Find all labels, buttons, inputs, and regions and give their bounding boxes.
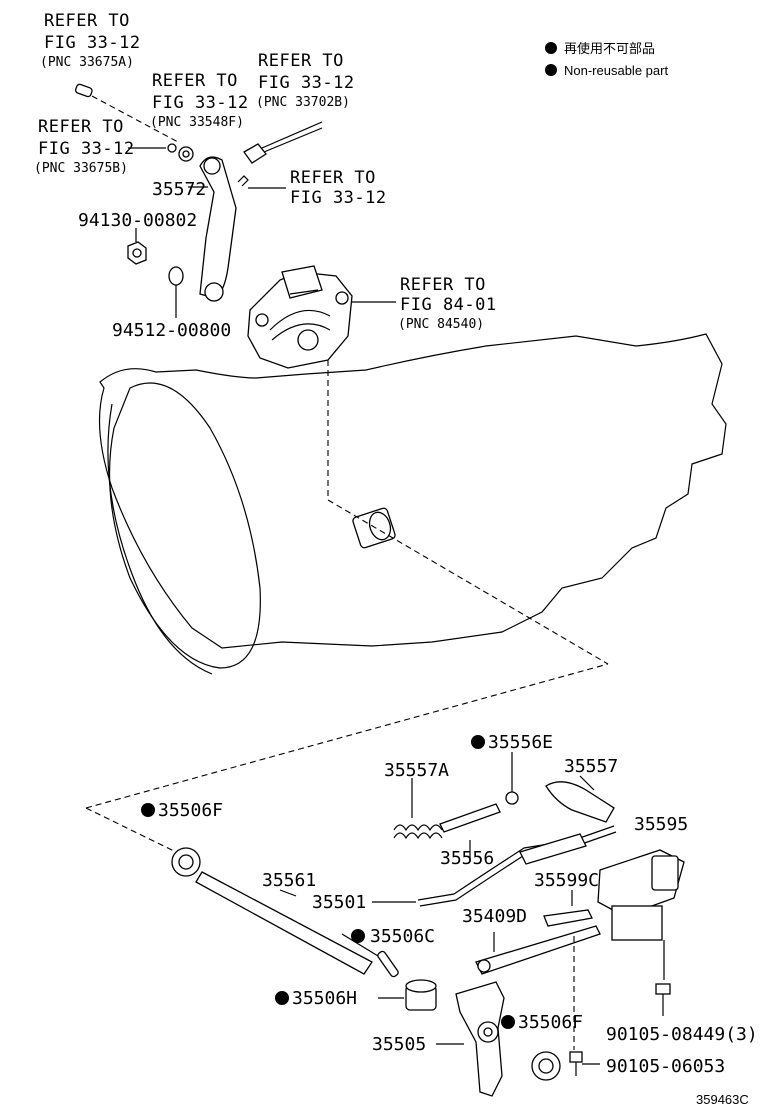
ref-33548f: REFER TO FIG 33-12 (PNC 33548F) — [150, 71, 249, 130]
non-reusable-marker-icon — [471, 735, 485, 749]
svg-text:FIG 84-01: FIG 84-01 — [400, 295, 497, 315]
part-label: 35557 — [564, 756, 618, 777]
svg-text:REFER TO: REFER TO — [44, 11, 130, 31]
svg-text:(PNC 33702B): (PNC 33702B) — [256, 95, 350, 110]
svg-text:FIG 33-12: FIG 33-12 — [258, 73, 355, 93]
svg-text:REFER TO: REFER TO — [38, 117, 124, 137]
transmission-case — [98, 333, 727, 675]
part-label: 35505 — [372, 1034, 426, 1055]
part-label: 35561 — [262, 870, 316, 891]
part-label: 35506H — [292, 988, 357, 1009]
svg-text:REFER TO: REFER TO — [152, 71, 238, 91]
svg-text:FIG 33-12: FIG 33-12 — [38, 139, 135, 159]
part-label: 35556 — [440, 848, 494, 869]
legend-japanese: 再使用不可部品 — [564, 41, 655, 56]
svg-text:(PNC 33675B): (PNC 33675B) — [34, 161, 128, 176]
part-label: 35501 — [312, 892, 366, 913]
non-reusable-marker-icon — [545, 64, 557, 76]
non-reusable-marker-icon — [141, 803, 155, 817]
ref-33675b: REFER TO FIG 33-12 (PNC 33675B) — [34, 117, 135, 176]
svg-text:(PNC 33548F): (PNC 33548F) — [150, 115, 244, 130]
lower-linkage — [171, 752, 685, 1097]
non-reusable-marker-icon — [545, 42, 557, 54]
part-label: 35556E — [488, 732, 553, 753]
legend-english: Non-reusable part — [564, 63, 668, 78]
ref-33702b: REFER TO FIG 33-12 (PNC 33702B) — [256, 51, 355, 110]
ref-33675a: REFER TO FIG 33-12 (PNC 33675A) — [40, 11, 141, 70]
svg-text:FIG 33-12: FIG 33-12 — [290, 188, 387, 208]
svg-text:(PNC 33675A): (PNC 33675A) — [40, 55, 134, 70]
legend: 再使用不可部品 Non-reusable part — [545, 41, 668, 78]
svg-text:REFER TO: REFER TO — [258, 51, 344, 71]
part-label: 94512-00800 — [112, 320, 231, 341]
part-label: 35595 — [634, 814, 688, 835]
svg-text:(PNC 84540): (PNC 84540) — [398, 317, 484, 332]
ref-84540: REFER TO FIG 84-01 (PNC 84540) — [398, 275, 497, 332]
part-label: 90105-08449(3) — [606, 1024, 758, 1045]
part-label: 35409D — [462, 906, 527, 927]
non-reusable-marker-icon — [501, 1015, 515, 1029]
non-reusable-marker-icon — [351, 929, 365, 943]
svg-text:FIG 33-12: FIG 33-12 — [44, 33, 141, 53]
ref-33-12: REFER TO FIG 33-12 — [290, 168, 387, 208]
part-label: 35506C — [370, 926, 435, 947]
guide-line — [85, 663, 609, 809]
svg-text:FIG 33-12: FIG 33-12 — [152, 93, 249, 113]
part-label: 35506F — [158, 800, 223, 821]
part-label: 35599C — [534, 870, 599, 891]
part-label: 35506F — [518, 1012, 583, 1033]
part-label: 35572 — [152, 179, 206, 200]
guide-line — [85, 807, 177, 853]
non-reusable-marker-icon — [275, 991, 289, 1005]
figure-code: 359463C — [696, 1092, 749, 1107]
part-label: 90105-06053 — [606, 1056, 725, 1077]
part-label: 35557A — [384, 760, 449, 781]
svg-text:REFER TO: REFER TO — [290, 168, 376, 188]
part-label: 94130-00802 — [78, 210, 197, 231]
neutral-start-switch — [247, 265, 396, 369]
svg-text:REFER TO: REFER TO — [400, 275, 486, 295]
upper-linkage — [74, 83, 323, 318]
